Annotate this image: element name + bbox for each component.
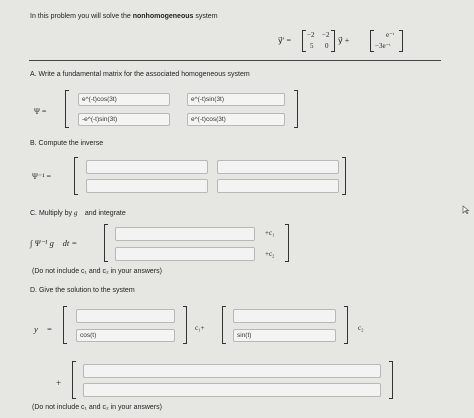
solution-vector1-cell-1[interactable]	[76, 309, 175, 323]
part-d-right-bracket-3	[389, 361, 393, 399]
fundamental-matrix-cell-21[interactable]: -e^(-t)sin(3t)	[78, 113, 170, 126]
c1-constant: +c₁	[265, 229, 275, 237]
part-a-heading: A. Write a fundamental matrix for the as…	[30, 71, 250, 78]
part-c-note: (Do not include c₁ and c₂ in your answer…	[32, 268, 162, 275]
cursor-icon	[461, 205, 470, 214]
forcing-cell: −3e⁻ᵗ	[375, 42, 391, 50]
intro-suffix: system	[195, 13, 218, 20]
part-d-right-bracket-2	[344, 306, 348, 344]
part-c-heading: C. Multiply by g⃗ and integrate	[30, 209, 126, 217]
part-b-symbol: Ψ⁻¹ =	[32, 172, 52, 181]
part-d-note: (Do not include c₁ and c₂ in your answer…	[32, 404, 162, 411]
part-d-heading: D. Give the solution to the system	[30, 287, 135, 294]
solution-vector1-cell-2[interactable]: cos(t)	[76, 329, 175, 342]
part-d-left-bracket-2	[222, 306, 226, 344]
fundamental-matrix-cell-11[interactable]: e^(-t)cos(3t)	[78, 93, 170, 106]
integral-expression: ∫ Ψ⁻¹ g⃗ dt =	[30, 238, 78, 248]
system-lhs: y⃗′ =	[278, 36, 291, 45]
part-a-left-bracket	[65, 90, 69, 128]
solution-vector2-cell-1[interactable]	[233, 309, 336, 323]
part-a-symbol: Ψ =	[34, 107, 47, 116]
part-c-right-bracket	[285, 224, 289, 262]
part-d-left-bracket-3	[72, 361, 76, 399]
divider	[29, 60, 441, 61]
intro-prefix: In this problem you will solve the	[30, 13, 131, 20]
c2-constant: +c₂	[265, 250, 275, 258]
part-a-right-bracket	[294, 90, 298, 128]
forcing-left-bracket	[370, 30, 374, 52]
c1-label: c₁+	[195, 324, 205, 332]
system-matrix-cell: −2	[322, 31, 330, 39]
particular-cell-2[interactable]	[83, 383, 381, 397]
part-c-heading-suffix: and integrate	[84, 210, 126, 217]
part-b-right-bracket	[342, 157, 346, 195]
intro-text: In this problem you will solve the nonho…	[30, 13, 218, 20]
forcing-right-bracket	[399, 30, 403, 52]
part-c-left-bracket	[104, 224, 108, 262]
forcing-cell: e⁻ᵗ	[386, 31, 395, 39]
fundamental-matrix-cell-22[interactable]: e^(-t)cos(3t)	[187, 113, 285, 126]
particular-cell-1[interactable]	[83, 364, 381, 378]
part-d-right-bracket-1	[183, 306, 187, 344]
part-c-heading-prefix: C. Multiply by	[30, 210, 73, 217]
system-matrix-cell: −2	[307, 31, 315, 39]
system-matrix-left-bracket	[302, 30, 306, 52]
system-equation: y⃗′ = −2 −2 5 0 y⃗ + e⁻ᵗ −3e⁻ᵗ	[278, 30, 428, 52]
c2-label: c₂	[358, 324, 364, 332]
intro-bold: nonhomogeneous	[132, 13, 194, 20]
system-mid: y⃗ +	[338, 36, 350, 45]
part-b-heading: B. Compute the inverse	[30, 140, 104, 147]
particular-plus: +	[56, 378, 62, 388]
part-b-left-bracket	[74, 157, 78, 195]
system-matrix-right-bracket	[331, 30, 335, 52]
inverse-cell-22[interactable]	[217, 179, 339, 193]
part-c-heading-vec: g⃗	[73, 209, 83, 217]
inverse-cell-11[interactable]	[86, 160, 208, 174]
part-d-left-bracket-1	[63, 306, 67, 344]
inverse-cell-21[interactable]	[86, 179, 208, 193]
inverse-cell-12[interactable]	[217, 160, 339, 174]
fundamental-matrix-cell-12[interactable]: e^(-t)sin(3t)	[187, 93, 285, 106]
solution-vector2-cell-2[interactable]: sin(t)	[233, 329, 336, 342]
part-d-symbol: y⃗ =	[34, 324, 53, 334]
integral-cell-2[interactable]	[115, 247, 255, 261]
system-matrix-cell: 0	[325, 42, 329, 50]
system-matrix-cell: 5	[310, 42, 314, 50]
integral-cell-1[interactable]	[115, 227, 255, 241]
